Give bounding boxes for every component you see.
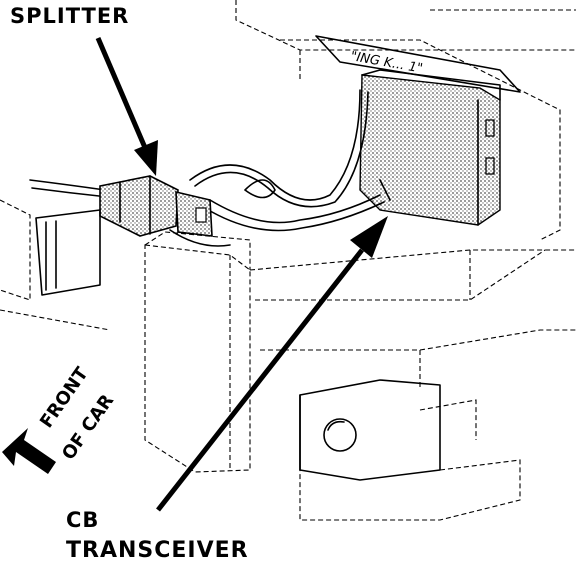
cb-transceiver-box <box>144 231 251 473</box>
transceiver-label: TRANSCEIVER <box>66 538 249 563</box>
front-of-car-arrow <box>2 428 56 474</box>
mounting-bracket <box>299 379 521 521</box>
splitter-connector <box>99 175 213 237</box>
wiring-harness <box>29 89 385 247</box>
transceiver-arrow <box>156 216 388 512</box>
cb-label: CB <box>66 508 100 532</box>
side-bracket <box>35 209 101 296</box>
splitter-arrow <box>95 37 158 176</box>
radio-unit <box>359 69 501 226</box>
splitter-label: SPLITTER <box>10 4 130 28</box>
dash-structure-outline <box>0 0 576 390</box>
